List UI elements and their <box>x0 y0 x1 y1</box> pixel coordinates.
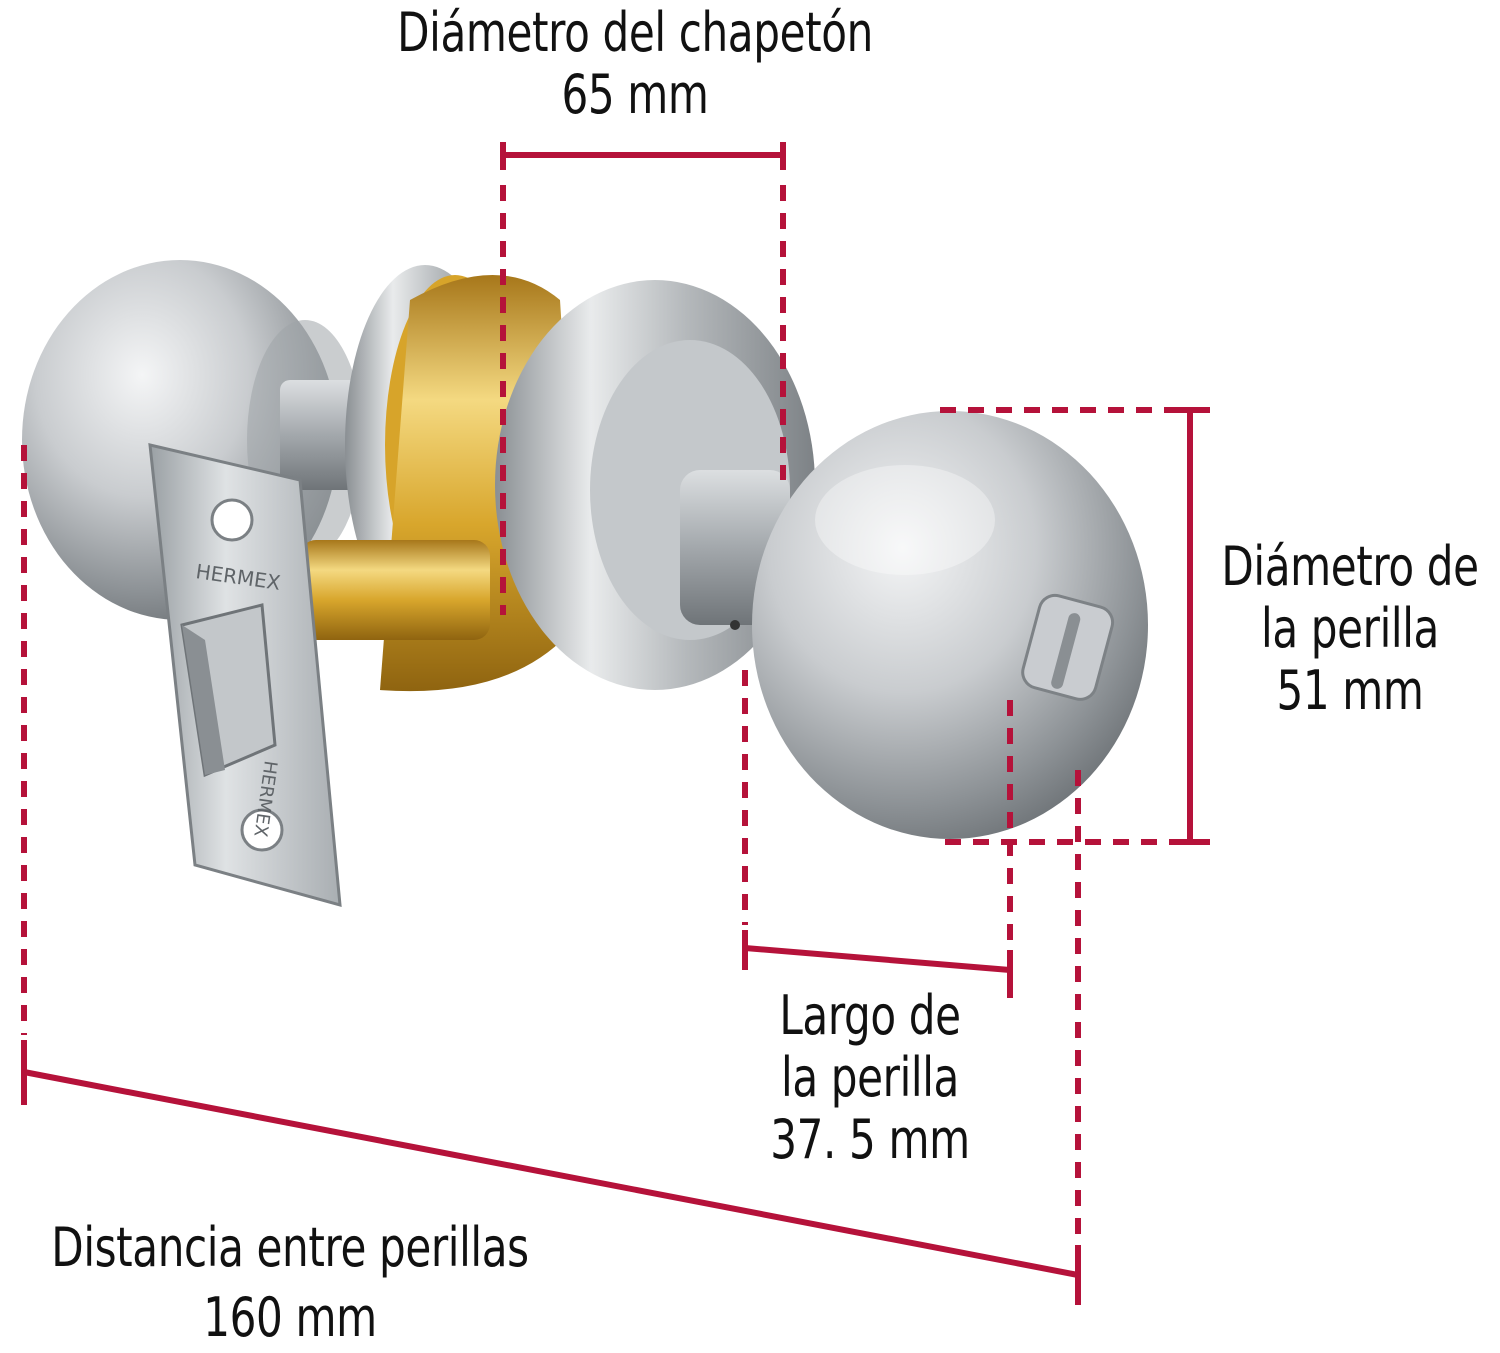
knob-len-line <box>744 945 1011 973</box>
plate-hole-top <box>210 498 254 542</box>
knob-length-label: Largo de la perilla 37. 5 mm <box>737 985 1002 1171</box>
lock-illustration: HERMEX HERMEX <box>22 260 1148 908</box>
distance-line <box>23 1069 1079 1278</box>
plate-hole-bottom <box>240 808 284 852</box>
knob-diameter-value: 51 mm <box>1276 659 1424 722</box>
front-knob <box>752 411 1148 839</box>
knob-length-value: 37. 5 mm <box>770 1108 970 1171</box>
latch-tube <box>300 540 490 640</box>
knob-diameter-title-1: Diámetro de <box>1221 535 1479 598</box>
knob-distance-title: Distancia entre perillas <box>51 1216 529 1279</box>
knob-distance-value: 160 mm <box>203 1286 377 1349</box>
dimension-lines <box>21 142 1210 1305</box>
knob-diameter-label: Diámetro de la perilla 51 mm <box>1210 536 1491 722</box>
rose-diameter-value: 65 mm <box>561 63 709 126</box>
knob-diameter-title-2: la perilla <box>1261 597 1439 660</box>
knob-length-title-2: la perilla <box>781 1046 959 1109</box>
rose-diameter-label: Diámetro del chapetón 65 mm <box>397 2 873 126</box>
rose-diameter-title: Diámetro del chapetón <box>397 1 873 64</box>
knob-length-title-1: Largo de <box>779 984 961 1047</box>
knob-distance-label: Distancia entre perillas 160 mm <box>40 1213 539 1353</box>
